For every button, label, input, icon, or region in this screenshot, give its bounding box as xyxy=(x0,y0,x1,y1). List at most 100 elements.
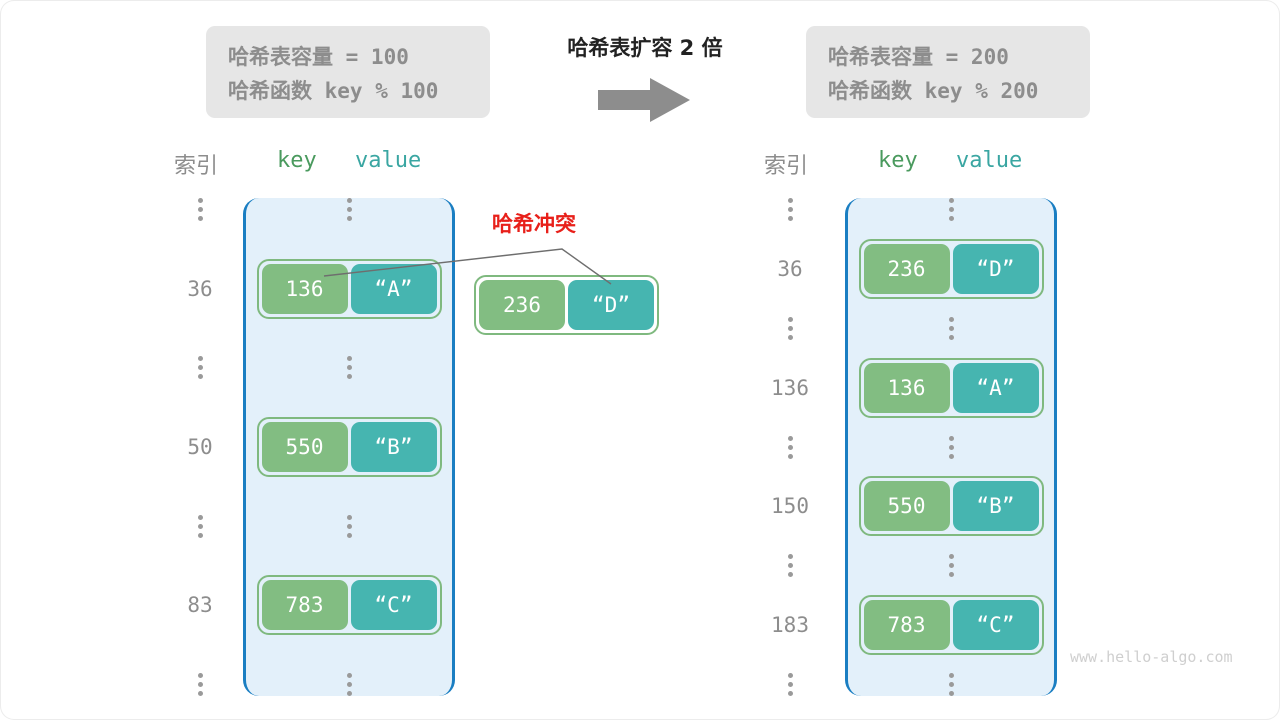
left-index-cell xyxy=(197,356,203,380)
ellipsis-dot xyxy=(787,435,793,441)
ellipsis-dot xyxy=(787,325,793,331)
left-bucket-slot: 550“B” xyxy=(246,416,452,477)
right-slot-ellipsis-icon xyxy=(948,198,954,221)
ellipsis-dot xyxy=(948,453,954,459)
ellipsis-dot xyxy=(197,690,203,696)
ellipsis-dot xyxy=(787,673,793,678)
right-index-ellipsis-icon xyxy=(787,554,793,578)
ellipsis-dot xyxy=(346,690,352,696)
resize-caption: 哈希表扩容 2 倍 xyxy=(567,36,723,60)
ellipsis-dot xyxy=(346,365,352,371)
left-header-index: 索引 xyxy=(174,154,219,179)
ellipsis-dot xyxy=(346,514,352,520)
right-index-cell: 150 xyxy=(771,494,809,519)
ellipsis-dot xyxy=(787,691,793,696)
right-index-cell xyxy=(787,316,793,340)
arrow-right-icon xyxy=(598,78,692,122)
ellipsis-dot xyxy=(346,681,352,687)
ellipsis-dot xyxy=(787,682,793,687)
key-value-pair: 136“A” xyxy=(858,357,1044,418)
ellipsis-dot xyxy=(787,563,793,569)
ellipsis-dot xyxy=(787,207,793,212)
left-info-line-capacity: 哈希表容量 = 100 xyxy=(228,40,468,74)
pair-value-cell: “A” xyxy=(350,263,437,314)
right-bucket-slot: 136“A” xyxy=(848,357,1054,418)
ellipsis-dot xyxy=(197,356,203,362)
left-info-capacity-label: 哈希表容量 xyxy=(228,45,333,69)
ellipsis-dot xyxy=(787,554,793,560)
ellipsis-dot xyxy=(948,554,954,560)
ellipsis-dot xyxy=(787,334,793,340)
ellipsis-dot xyxy=(197,514,203,520)
ellipsis-dot xyxy=(346,374,352,380)
ellipsis-dot xyxy=(948,435,954,441)
ellipsis-dot xyxy=(787,216,793,221)
ellipsis-dot xyxy=(948,682,954,687)
ellipsis-dot xyxy=(787,198,793,203)
left-header-key: key xyxy=(277,148,317,173)
right-header-key: key xyxy=(878,148,918,173)
pair-key-cell: 136 xyxy=(261,263,348,314)
left-hash-table-bucket: 136“A”550“B”783“C” xyxy=(243,198,455,696)
right-bucket-slot xyxy=(848,435,1054,459)
key-value-pair: 550“B” xyxy=(256,416,442,477)
ellipsis-dot xyxy=(787,316,793,322)
ellipsis-dot xyxy=(346,532,352,538)
right-index-cell: 183 xyxy=(771,613,809,638)
right-bucket-slot: 236“D” xyxy=(848,238,1054,299)
pair-key-cell: 550 xyxy=(261,421,348,472)
right-bucket-slot xyxy=(848,316,1054,340)
right-index-cell: 136 xyxy=(771,375,809,400)
pair-key-cell: 550 xyxy=(863,481,950,532)
right-index-cell: 36 xyxy=(777,256,803,281)
right-index-cell xyxy=(787,435,793,459)
right-bucket-slot: 550“B” xyxy=(848,476,1054,537)
right-hash-table-bucket: 236“D” 136“A” 550“B” 783“C” xyxy=(845,198,1057,696)
left-slot-ellipsis-icon xyxy=(346,672,352,696)
right-info-box: 哈希表容量 = 200 哈希函数 key % 200 xyxy=(806,26,1090,118)
right-slot-ellipsis-icon xyxy=(948,316,954,340)
left-index-cell: 83 xyxy=(187,593,213,618)
ellipsis-dot xyxy=(948,334,954,340)
ellipsis-dot xyxy=(346,198,352,203)
right-info-capacity-value: = 200 xyxy=(933,45,1009,69)
right-index-cell xyxy=(787,198,793,221)
left-bucket-slot xyxy=(246,198,452,221)
right-header-index: 索引 xyxy=(764,154,809,179)
left-slot-ellipsis-icon xyxy=(346,198,352,221)
left-bucket-slot xyxy=(246,356,452,380)
left-index-cell xyxy=(197,198,203,221)
left-slot-ellipsis-icon xyxy=(346,356,352,380)
right-slot-ellipsis-icon xyxy=(948,554,954,578)
right-bucket-slot: 783“C” xyxy=(848,595,1054,656)
right-bucket-slot xyxy=(848,554,1054,578)
ellipsis-dot xyxy=(197,365,203,371)
ellipsis-dot xyxy=(346,356,352,362)
ellipsis-dot xyxy=(948,325,954,331)
left-index-cell xyxy=(197,672,203,696)
ellipsis-dot xyxy=(948,691,954,696)
right-index-cell xyxy=(787,554,793,578)
left-info-capacity-value: = 100 xyxy=(333,45,409,69)
ellipsis-dot xyxy=(948,207,954,212)
pair-key-cell: 236 xyxy=(863,243,950,294)
pair-value-cell: “C” xyxy=(952,600,1039,651)
right-index-ellipsis-icon xyxy=(787,316,793,340)
ellipsis-dot xyxy=(197,523,203,529)
ellipsis-dot xyxy=(197,207,203,212)
left-index-cell: 36 xyxy=(187,276,213,301)
right-info-capacity-label: 哈希表容量 xyxy=(828,45,933,69)
ellipsis-dot xyxy=(346,672,352,678)
right-index-ellipsis-icon xyxy=(787,673,793,696)
pair-value-cell: “D” xyxy=(952,243,1039,294)
ellipsis-dot xyxy=(197,681,203,687)
left-bucket-slot xyxy=(246,672,452,696)
ellipsis-dot xyxy=(948,444,954,450)
left-info-function-value: key % 100 xyxy=(312,79,439,103)
ellipsis-dot xyxy=(948,572,954,578)
left-index-ellipsis-icon xyxy=(197,356,203,380)
ellipsis-dot xyxy=(346,216,352,221)
pair-value-cell: “C” xyxy=(350,580,437,631)
right-header-value: value xyxy=(956,148,1023,173)
